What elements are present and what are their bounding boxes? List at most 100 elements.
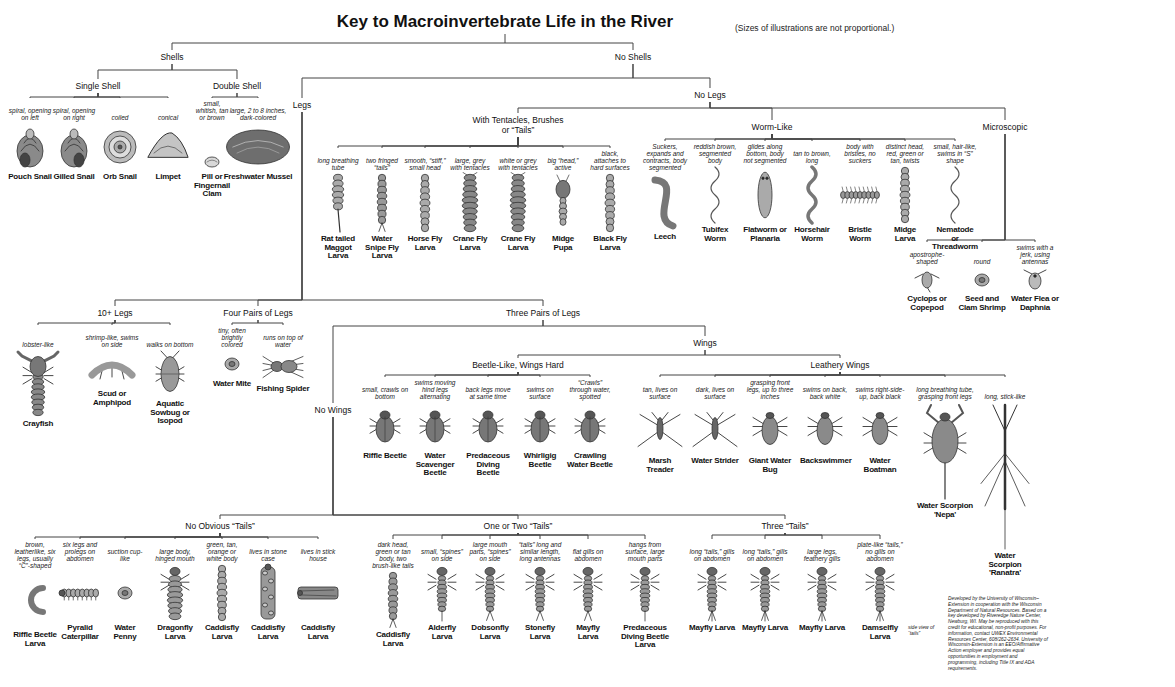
organism-illustration (855, 563, 905, 623)
tree-connector (660, 372, 840, 377)
key-entry: dark head, green or tan body, two brush-… (370, 541, 416, 648)
organism-illustration (84, 349, 140, 389)
organism-illustration (566, 401, 614, 451)
tree-connector (710, 102, 1005, 120)
organism-illustration (52, 122, 96, 172)
description: grasping front legs, up to three inches (745, 379, 795, 400)
tree-connector (665, 134, 772, 141)
key-entry: flat gills on abdomenMayfly Larva (565, 541, 611, 641)
heading-text: Three Pairs of Legs (506, 308, 580, 318)
key-entry: long, stick-likeWater Scorpion 'Ranatra' (978, 379, 1032, 578)
organism-illustration (58, 563, 102, 623)
organism-illustration (467, 563, 513, 623)
tree-connector (770, 372, 840, 377)
tree-connector (785, 533, 822, 539)
tree-connector (175, 533, 220, 539)
tree-connector (220, 533, 268, 539)
organism-illustration (837, 165, 883, 225)
key-entry: spiral, opening on leftPouch Snail (8, 100, 52, 182)
species-name: Caddisfly Larva (246, 624, 290, 641)
description: white or grey with tentacles (497, 150, 539, 171)
species-name: Damselfly Larva (855, 624, 905, 641)
key-entry: six legs and prolegs on abdomenPyralid C… (58, 541, 102, 641)
species-name: Pouch Snail (8, 173, 52, 182)
species-name: Water Strider (690, 457, 740, 466)
description: suction cup-like (103, 541, 147, 562)
key-entry: green, tan, orange or white bodyCaddisfl… (200, 541, 244, 641)
tree-connector (518, 533, 588, 539)
tree-connector (98, 64, 172, 79)
key-entry: long “tails,” gills on abdomenMayfly Lar… (740, 541, 790, 633)
species-name: Caddisfly Larva (200, 624, 244, 641)
key-entry: roundSeed and Clam Shrimp (957, 244, 1007, 312)
species-name: Marsh Treader (635, 457, 685, 474)
organism-illustration (98, 122, 142, 172)
organism-illustration (317, 172, 359, 234)
key-entry: shrimp-like, swims on sideScud or Amphip… (84, 327, 140, 407)
tree-connector (712, 533, 785, 539)
key-entry: suction cup-likeWater Penny (103, 541, 147, 641)
organism-illustration (800, 401, 850, 456)
tree-connector (518, 533, 540, 539)
organism-illustration (449, 172, 491, 234)
tree-connector (212, 93, 237, 98)
key-entry: large body, hinged mouthDragonfly Larva (151, 541, 199, 641)
description: swims on surface (516, 379, 564, 400)
species-name: Caddisfly Larva (370, 631, 416, 648)
tree-connector (393, 533, 518, 539)
note-label: side view of “tails” (908, 624, 940, 636)
key-entry: “tails” long and similar length, long an… (517, 541, 563, 641)
key-entry: lobster-likeCrayfish (3, 327, 73, 429)
tree-connector (1005, 134, 1035, 242)
organism-illustration (902, 266, 952, 294)
species-name: Pyralid Caterpillar (58, 624, 102, 641)
organism-illustration (745, 401, 795, 456)
organism-illustration (789, 165, 835, 225)
key-entry: distinct head, red, green or tan, twists… (883, 143, 927, 243)
heading-text: 10+ Legs (97, 308, 132, 318)
description: back legs move at same time (464, 379, 512, 400)
description: lobster-like (3, 327, 73, 348)
species-name: Water Scorpion 'Nepa' (915, 502, 975, 519)
description: hangs from surface, large mouth parts (619, 541, 671, 562)
organism-illustration (3, 349, 73, 419)
species-name: Giant Water Bug (745, 457, 795, 474)
species-name: Water Mite (212, 380, 252, 389)
key-entry: large legs, feathery gillsMayfly Larva (797, 541, 847, 633)
description: small, hair-like, swims in “S” shape (932, 143, 978, 164)
species-name: Water Scavenger Beetle (411, 452, 459, 478)
species-name: Mayfly Larva (565, 624, 611, 641)
description: long breathing tube (317, 150, 359, 171)
organism-illustration (223, 122, 293, 172)
description: large, 2 to 8 inches, dark-colored (223, 100, 293, 121)
category-heading: Worm-Like (752, 122, 793, 132)
organism-illustration (635, 401, 685, 456)
organism-illustration (212, 349, 252, 379)
tree-connector (518, 372, 590, 377)
category-heading: 10+ Legs (97, 308, 132, 318)
description: apostrophe-shaped (902, 244, 952, 265)
organism-illustration (516, 401, 564, 451)
description: flat gills on abdomen (565, 541, 611, 562)
tree-connector (518, 137, 610, 148)
species-name: Black Fly Larva (589, 235, 631, 252)
description: small, crawls on bottom (361, 379, 409, 400)
description: large mouth parts, “spines” on side (467, 541, 513, 562)
description: “tails” long and similar length, long an… (517, 541, 563, 562)
organism-illustration (690, 401, 740, 456)
description: big “head,” active (542, 150, 584, 171)
description: tan, lives on surface (635, 379, 685, 400)
tree-connector (840, 372, 1005, 377)
description: runs on top of water (255, 327, 311, 348)
key-entry: lives in stick houseCaddisfly Larva (296, 541, 340, 641)
root-bracket-line (172, 34, 633, 50)
species-name: Riffle Beetle (361, 452, 409, 461)
organism-illustration (687, 563, 737, 623)
species-name: Gilled Snail (52, 173, 96, 182)
tree-connector (518, 350, 705, 358)
organism-illustration (565, 563, 611, 623)
heading-text: No Wings (315, 405, 352, 415)
organism-illustration (797, 563, 847, 623)
heading-text: Microscopic (983, 122, 1028, 132)
tree-connector (38, 320, 115, 325)
